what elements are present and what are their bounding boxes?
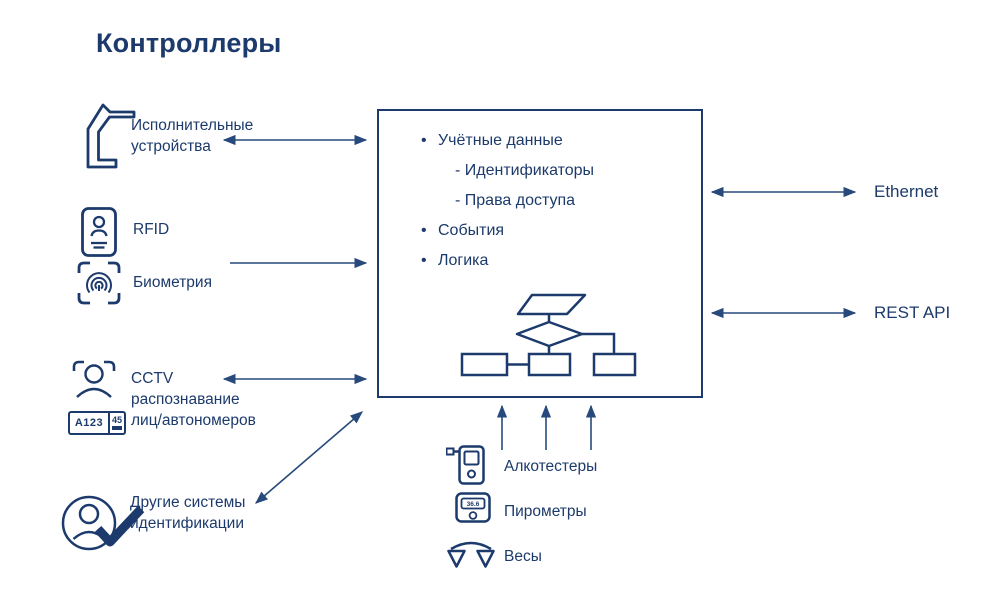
cctv-face-icon [72, 360, 116, 398]
turnstile-icon [86, 103, 136, 169]
arrow-other-systems [255, 411, 363, 504]
plate-flag-bar [112, 426, 122, 430]
list-item: • Логика [421, 251, 681, 270]
scales-label: Весы [504, 548, 542, 565]
rfid-label: RFID [133, 221, 170, 238]
list-item-text: - Идентификаторы [455, 162, 595, 179]
scales-icon [447, 541, 495, 568]
controller-box: • Учётные данные - Идентификаторы - Прав… [377, 109, 703, 398]
plate-number: A123 [74, 417, 104, 429]
fingerprint-icon [77, 261, 121, 305]
page-title: Контроллеры [96, 28, 282, 58]
bullet [438, 161, 455, 180]
person-check-icon [61, 495, 145, 551]
ethernet-label: Ethernet [874, 182, 939, 201]
executive-devices-label: Исполнительные устройства [131, 117, 254, 155]
flowchart-icon [460, 293, 637, 377]
other-systems-label: Другие системы идентификации [130, 494, 246, 532]
cctv-label: CCTV распознавание лиц/автономеров [131, 370, 256, 429]
list-item: • Учётные данные [421, 131, 681, 150]
pyrometers-label: Пирометры [504, 503, 587, 520]
biometrics-label: Биометрия [133, 274, 212, 291]
bullet: • [421, 132, 427, 149]
breathalyzer-icon [446, 445, 485, 485]
controller-capabilities-list: • Учётные данные - Идентификаторы - Прав… [421, 131, 681, 281]
breathalyzers-label: Алкотестеры [504, 458, 598, 475]
list-item-text: Логика [438, 252, 489, 269]
list-item-text: - Права доступа [455, 192, 576, 209]
bullet [438, 191, 455, 210]
rfid-card-icon [81, 207, 117, 257]
bullet: • [421, 222, 427, 239]
list-item: - Права доступа [438, 191, 681, 210]
bullet: • [421, 252, 427, 269]
list-item-text: Учётные данные [438, 132, 563, 149]
list-item: • События [421, 221, 681, 240]
plate-region-number: 45 [111, 415, 122, 425]
list-item: - Идентификаторы [438, 161, 681, 180]
list-item-text: События [438, 222, 505, 239]
pyrometer-display-value: 36.6 [467, 501, 480, 508]
pyrometer-icon: 36.6 [455, 492, 491, 523]
license-plate-icon: A123 45 [68, 411, 126, 435]
rest-api-label: REST API [874, 303, 951, 322]
plate-region-section: 45 [108, 413, 124, 433]
